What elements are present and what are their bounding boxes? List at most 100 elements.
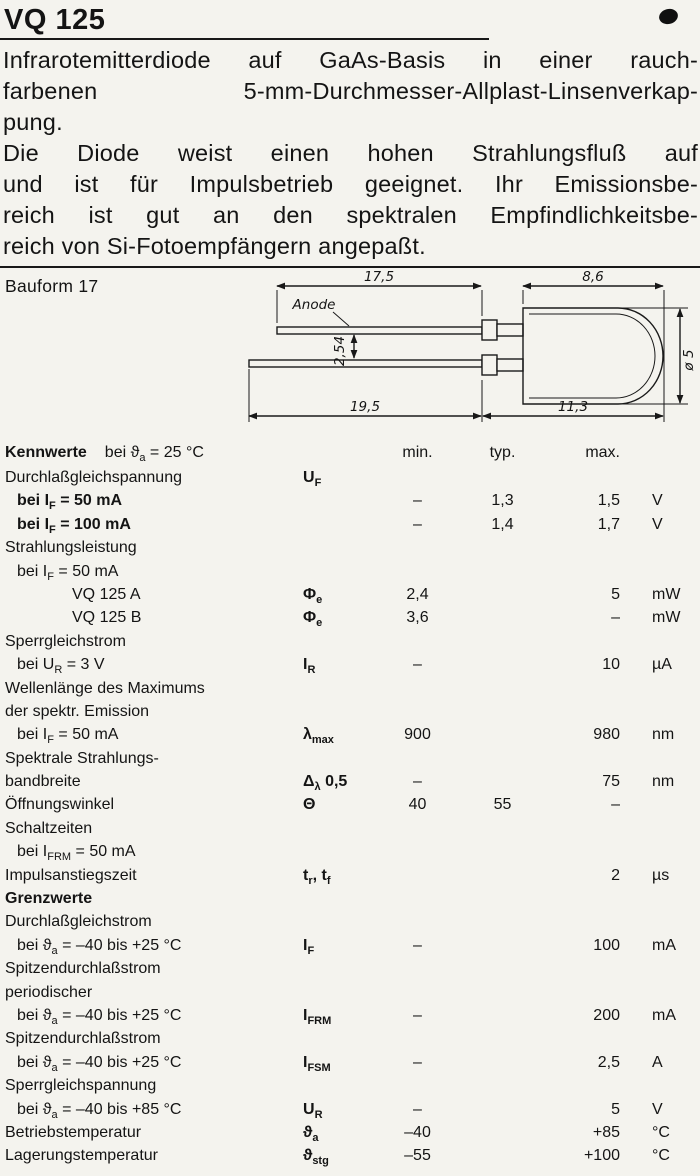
row-label: VQ 125 B: [72, 609, 142, 627]
row-unit: [642, 887, 700, 910]
row-max: [545, 677, 642, 700]
row-max: 75: [602, 773, 620, 791]
row-min: –: [413, 1053, 422, 1071]
dim-lead-pitch: 2,54: [332, 336, 348, 366]
row-min: –: [413, 1006, 422, 1024]
row-typ: [460, 1051, 545, 1074]
row-symbol: [293, 513, 375, 536]
row-symbol: [293, 677, 375, 700]
led-drawing: 17,5 8,6 2,54 19,5 11,3 ø 5 Anode: [248, 269, 697, 422]
section-divider: [0, 266, 700, 268]
row-typ: [460, 630, 545, 653]
row-label: Lagerungstemperatur: [5, 1147, 158, 1165]
row-symbol: [293, 489, 375, 512]
row-max: [545, 1027, 642, 1050]
intro-line: pung.: [3, 109, 63, 135]
row-max: 2: [611, 866, 620, 884]
row-typ: [460, 934, 545, 957]
row-unit: [642, 840, 700, 863]
row-min: –: [413, 656, 422, 674]
row-typ: [460, 700, 545, 723]
row-unit: V: [652, 515, 663, 533]
table-row: Durchlaßgleichstrom: [0, 910, 700, 933]
row-symbol: [293, 536, 375, 559]
row-unit: mA: [652, 936, 676, 954]
row-label: der spektr. Emission: [5, 702, 150, 720]
row-symbol: ϑa: [303, 1123, 319, 1145]
row-label: bei IFRM = 50 mA: [17, 843, 136, 864]
row-max: [545, 747, 642, 770]
row-typ: [460, 466, 545, 489]
row-label: Schaltzeiten: [5, 819, 93, 837]
led-body-outline: [522, 307, 664, 405]
row-typ: 55: [493, 796, 512, 814]
row-min: [375, 817, 460, 840]
row-typ: [460, 910, 545, 933]
table-row: bei IF = 50 mA: [0, 560, 700, 583]
row-symbol: λmax: [303, 726, 334, 747]
table-row: Sperrgleichstrom: [0, 630, 700, 653]
kennwerte-label: Kennwerte: [5, 444, 87, 461]
row-min: [375, 840, 460, 863]
row-typ: [460, 1098, 545, 1121]
bauform-label: Bauform 17: [5, 276, 99, 296]
row-symbol: [293, 840, 375, 863]
row-max: 5: [611, 1100, 620, 1118]
row-unit: [642, 700, 700, 723]
table-row: Schaltzeiten: [0, 817, 700, 840]
row-typ: [460, 770, 545, 793]
row-unit: [642, 747, 700, 770]
row-label: Wellenlänge des Maximums: [5, 679, 205, 697]
col-header-unit: [642, 440, 700, 466]
row-max: [545, 536, 642, 559]
row-min: –40: [404, 1123, 431, 1141]
intro-text: Infrarotemitterdiode auf GaAs-Basis in e…: [0, 45, 700, 262]
row-symbol: [293, 887, 375, 910]
row-label: bei IF = 50 mA: [17, 562, 119, 583]
row-label: bei ϑa = –40 bis +85 °C: [17, 1100, 182, 1121]
intro-line: reich von Si-Fotoempfängern angepaßt.: [3, 233, 426, 259]
dim-diameter: ø 5: [681, 349, 697, 371]
row-label: Spektrale Strahlungs-: [5, 749, 159, 767]
row-min: [375, 887, 460, 910]
row-label: Durchlaßgleichspannung: [5, 469, 182, 486]
row-max: [545, 887, 642, 910]
row-label: Durchlaßgleichstrom: [5, 913, 152, 931]
row-symbol: [293, 630, 375, 653]
row-max: 1,7: [597, 515, 620, 533]
row-max: [545, 840, 642, 863]
row-typ: [460, 1144, 545, 1167]
row-unit: [642, 560, 700, 583]
row-unit: mW: [652, 585, 681, 603]
row-symbol: Φe: [303, 585, 323, 607]
row-typ: [460, 747, 545, 770]
row-unit: V: [652, 492, 663, 510]
row-unit: [642, 466, 700, 489]
package-drawing-section: Bauform 17: [0, 268, 700, 440]
row-min: –: [413, 515, 422, 533]
row-label: bei IF = 50 mA: [17, 492, 123, 513]
row-unit: [642, 817, 700, 840]
row-typ: [460, 887, 545, 910]
row-unit: mA: [652, 1006, 676, 1024]
row-symbol: IFRM: [303, 1006, 332, 1028]
row-label: Spitzendurchlaßstrom: [5, 960, 161, 978]
led-body-inner-outline: [529, 313, 656, 399]
row-min: [375, 630, 460, 653]
row-label: Sperrgleichstrom: [5, 632, 126, 650]
row-unit: [642, 957, 700, 980]
row-typ: [460, 1027, 545, 1050]
row-max: –: [611, 796, 620, 814]
row-min: [375, 560, 460, 583]
row-unit: µs: [652, 866, 670, 884]
row-unit: [642, 630, 700, 653]
row-label: Grenzwerte: [5, 890, 93, 908]
row-max: 10: [602, 656, 620, 674]
intro-line: Die Diode weist einen hohen Strahlungsfl…: [3, 140, 698, 166]
row-unit: [642, 1074, 700, 1097]
